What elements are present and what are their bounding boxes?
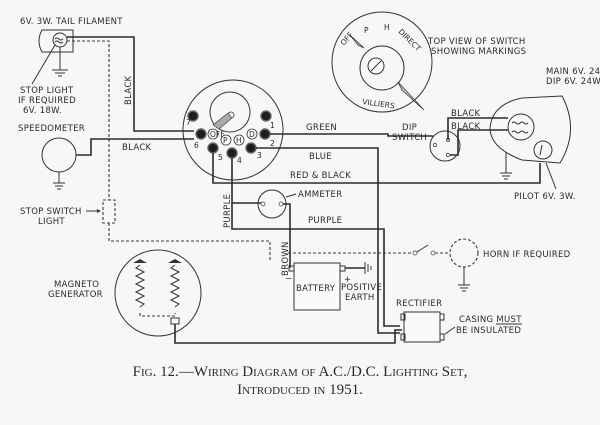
wire-blue <box>256 147 400 334</box>
battery <box>293 262 341 311</box>
rectifier-label: RECTIFIER <box>396 299 442 309</box>
wire-brown <box>283 203 291 268</box>
dip-switch <box>429 130 461 162</box>
battery-label: BATTERY <box>296 284 336 294</box>
position-h: H <box>236 136 242 145</box>
wire-label-black-vertical: BLACK <box>124 75 134 105</box>
terminal-3 <box>245 142 257 154</box>
stop-switch-label: STOP SWITCH <box>20 207 82 217</box>
magneto-generator-label: GENERATOR <box>48 290 103 300</box>
wire-label-red-black: RED & BLACK <box>290 171 351 181</box>
tail-lamp-housing <box>38 29 74 53</box>
wire-label-brown: BROWN <box>281 241 291 276</box>
terminal-number-4: 4 <box>237 156 242 165</box>
wire-magneto-rectifier <box>174 324 402 344</box>
terminal-number-3: 3 <box>257 151 262 160</box>
wire-label-dip-black-2: BLACK <box>451 122 481 132</box>
magneto-label: MAGNETO <box>54 280 99 290</box>
position-d: D <box>249 130 255 139</box>
stop-light-wattage-label: 6V. 18W. <box>23 106 62 116</box>
headlamp-dip-label: DIP 6V. 24W. <box>546 77 600 87</box>
position-off: OFF <box>210 130 225 139</box>
stop-switch-light-label: LIGHT <box>38 217 65 227</box>
switch-pointer <box>397 81 425 111</box>
figure-caption-line1: Fig. 12.—Wiring Diagram of A.C./D.C. Lig… <box>133 364 468 380</box>
wire-black-tail <box>67 36 194 132</box>
positive-earth-label-2: EARTH <box>345 293 375 303</box>
lighting-switch: OFF P H D 1 2 3 4 5 6 7 <box>182 79 284 181</box>
earth-symbol <box>500 172 512 180</box>
horn <box>449 238 479 268</box>
earth-symbol <box>458 284 470 292</box>
stop-light-required-label: IF REQUIRED <box>18 96 76 106</box>
marking-brand: VILLIERS <box>362 97 396 110</box>
wire-label-purple-vertical: PURPLE <box>223 194 233 228</box>
stop-light-label: STOP LIGHT <box>20 86 74 96</box>
battery-positive: + <box>344 275 351 285</box>
tail-lamp <box>31 29 74 85</box>
earth-symbol <box>53 182 65 190</box>
headlamp <box>489 95 571 164</box>
battery-negative: − <box>285 274 292 284</box>
marking-p: P <box>364 26 369 35</box>
wire-label-purple: PURPLE <box>308 216 342 226</box>
wire-label-green: GREEN <box>306 123 337 133</box>
pilot-label: PILOT 6V. 3W. <box>514 192 576 202</box>
wire-label-dip-black-1: BLACK <box>451 109 481 119</box>
headlamp-main-label: MAIN 6V. 24W. <box>546 67 600 77</box>
terminal-number-2: 2 <box>270 139 275 148</box>
stop-switch <box>102 199 116 224</box>
rectifier <box>403 311 441 343</box>
horn-label: HORN IF REQUIRED <box>483 250 571 260</box>
speedometer-label: SPEEDOMETER <box>18 124 85 134</box>
dip-switch-label: SWITCH <box>392 133 427 143</box>
position-p: P <box>223 136 228 145</box>
pilot-leader <box>545 162 557 190</box>
wire-red-black <box>212 153 541 184</box>
terminal-1 <box>260 110 272 122</box>
positive-earth-label: POSITIVE <box>341 283 382 293</box>
casing-label: CASING MUST <box>459 315 522 325</box>
magneto-generator <box>114 249 202 337</box>
terminal-2 <box>259 128 271 140</box>
marking-h: H <box>384 23 390 32</box>
wire-dip-black-2 <box>450 129 508 156</box>
marking-direct: DIRECT <box>397 27 423 53</box>
coil-right <box>168 259 182 308</box>
casing-insulated-label: BE INSULATED <box>456 326 521 336</box>
tail-filament-label: 6V. 3W. TAIL FILAMENT <box>20 17 123 27</box>
wire-green <box>270 133 433 137</box>
wire-label-black-speedo: BLACK <box>122 143 152 153</box>
earth-symbol <box>364 262 372 274</box>
terminal-4 <box>226 147 238 159</box>
terminal-number-5: 5 <box>218 153 223 162</box>
headlamp-bulb <box>507 113 535 141</box>
terminal-number-1: 1 <box>270 121 275 130</box>
switch-view-label-2: SHOWING MARKINGS <box>431 47 526 57</box>
speedometer <box>41 137 77 173</box>
figure-caption-line2: Introduced in 1951. <box>237 382 363 398</box>
earth-symbol <box>52 69 68 77</box>
wire-stop-light <box>67 40 110 200</box>
wire-purple <box>231 203 400 327</box>
lighting-switch-body <box>182 79 284 181</box>
switch-lever <box>212 112 233 130</box>
switch-top-view: OFF P H DIRECT VILLIERS <box>331 11 433 113</box>
wire-black-speedometer <box>76 138 194 156</box>
terminal-7 <box>187 110 199 122</box>
terminal-6 <box>195 128 207 140</box>
horn-switch <box>416 244 429 253</box>
coil-left <box>133 259 147 308</box>
terminal-number-6: 6 <box>194 141 199 150</box>
dip-label: DIP <box>402 123 417 133</box>
wire-label-blue: BLUE <box>309 152 332 162</box>
wire-dip-black-1 <box>447 117 508 140</box>
terminal-number-7: 7 <box>186 118 191 127</box>
terminal-5 <box>207 142 219 154</box>
switch-view-label: TOP VIEW OF SWITCH <box>427 37 526 47</box>
ammeter-label: AMMETER <box>298 190 342 200</box>
pilot-bulb <box>533 140 553 160</box>
